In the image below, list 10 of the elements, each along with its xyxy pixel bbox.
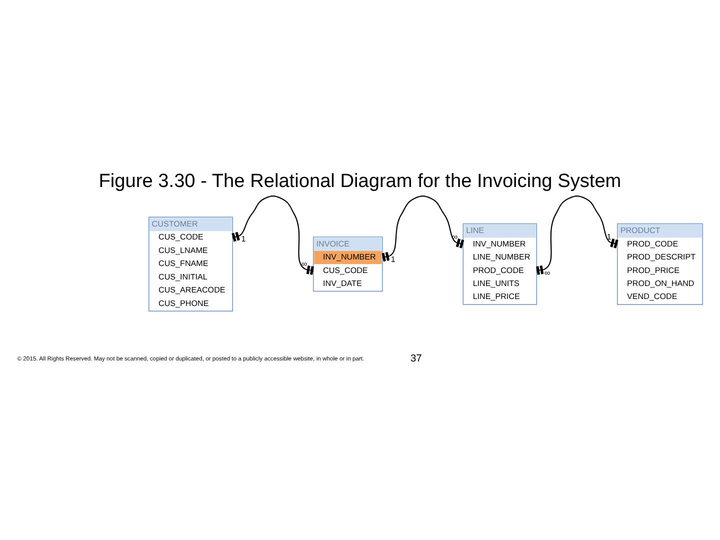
label: 1 <box>390 254 396 264</box>
diagram-title: Figure 3.30 - The Relational Diagram for the Invoicing System <box>98 170 622 192</box>
connector <box>232 195 314 274</box>
connector <box>536 195 618 274</box>
label: 37 <box>410 353 422 364</box>
connector <box>382 195 464 262</box>
label: 1 <box>241 234 246 244</box>
label: 1 <box>606 232 612 241</box>
label: ∞ <box>301 259 308 268</box>
label: ∞ <box>544 268 550 278</box>
